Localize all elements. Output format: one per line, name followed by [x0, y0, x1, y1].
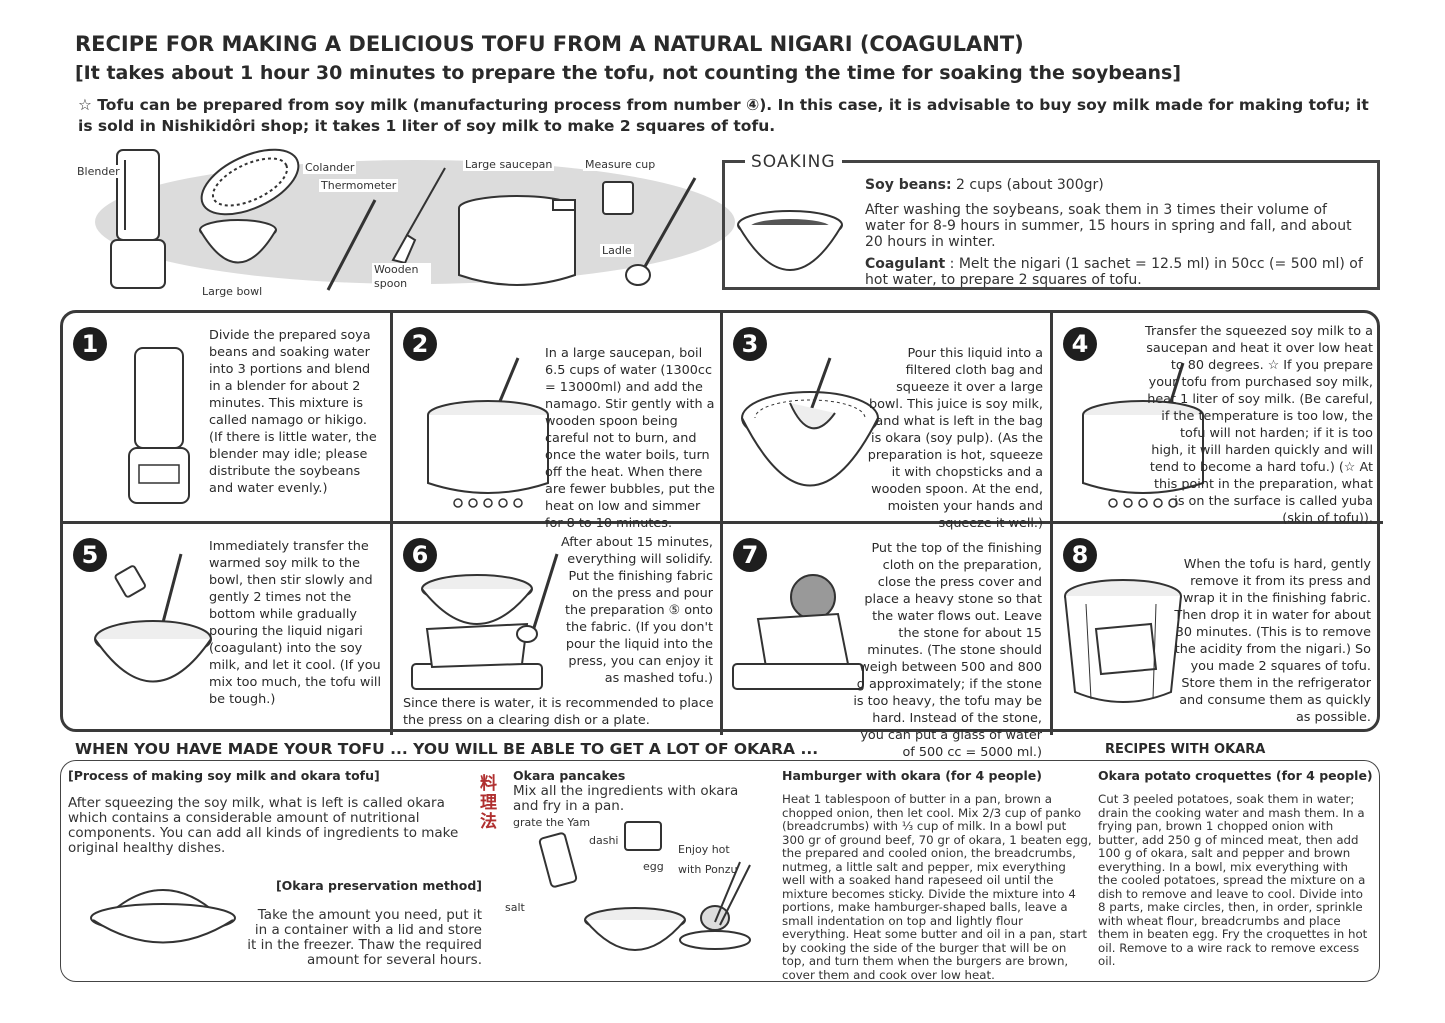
step-6-text: After about 15 minutes, everything will … [560, 535, 713, 686]
page-subtitle: [It takes about 1 hour 30 minutes to pre… [75, 62, 1182, 84]
step-5-number: 5 [73, 538, 107, 572]
step-4-text: Transfer the squeezed soy milk to a sauc… [1145, 324, 1373, 526]
step-8: 8 When the tofu is hard, gently remove i… [1053, 524, 1383, 735]
intro-note: ☆ Tofu can be prepared from soy milk (ma… [78, 96, 1369, 135]
okara-bowl-icon [90, 889, 236, 944]
large-bowl-icon [199, 219, 277, 264]
bowl-stir-icon [94, 553, 212, 683]
coagulant-label: Coagulant [865, 256, 946, 272]
tool-label-saucepan: Large saucepan [463, 158, 555, 171]
step-6-footer: Since there is water, it is recommended … [403, 695, 715, 729]
label-grate-yam: grate the Yam [513, 816, 591, 829]
step-3-number: 3 [733, 327, 767, 361]
coagulant-value: : Melt the nigari (1 sachet = 12.5 ml) i… [865, 256, 1363, 288]
soaking-title: SOAKING [745, 152, 842, 172]
measure-cup-icon [602, 181, 634, 215]
steps-grid: 1 Divide the prepared soya beans and soa… [60, 310, 1383, 760]
preservation-title: [Okara preservation method] [275, 878, 482, 893]
step-5: 5 Immediately transfer the warmed soy mi… [63, 524, 393, 735]
ladle-icon [625, 177, 697, 286]
step-7-number: 7 [733, 538, 767, 572]
label-dashi: dashi [589, 834, 619, 847]
soaking-box [722, 160, 1380, 290]
okara-heading: WHEN YOU HAVE MADE YOUR TOFU ... YOU WIL… [75, 740, 819, 758]
step-5-text: Immediately transfer the warmed soy milk… [209, 539, 381, 707]
water-tub-icon [1064, 579, 1182, 703]
saucepan-icon [458, 195, 576, 286]
step-2-text: In a large saucepan, boil 6.5 cups of wa… [545, 346, 715, 531]
tool-label-ladle: Ladle [600, 244, 634, 257]
blender-icon [110, 149, 166, 289]
tools-drawing [95, 148, 735, 291]
step-4-number: 4 [1063, 327, 1097, 361]
step-7: 7 Put the top of the finishing cloth on … [723, 524, 1053, 760]
colander-icon [200, 148, 300, 216]
recipe-stamp: 料理法 [480, 774, 497, 832]
soaking-instructions: After washing the soybeans, soak them in… [865, 202, 1352, 250]
pancakes-text: Mix all the ingredients with okara and f… [513, 783, 739, 814]
step-1-number: 1 [73, 327, 107, 361]
step-6-number: 6 [403, 538, 437, 572]
tool-label-large-bowl: Large bowl [200, 285, 265, 298]
press-pour-icon [411, 553, 559, 690]
recipes-heading: RECIPES WITH OKARA [1105, 742, 1266, 757]
step-2: 2 In a large saucepan, boil 6.5 cups of … [393, 313, 723, 531]
croquettes-title: Okara potato croquettes (for 4 people) [1098, 768, 1373, 783]
tool-label-thermometer: Thermometer [319, 179, 399, 192]
soaking-coagulant: Coagulant : Melt the nigari (1 sachet = … [865, 256, 1365, 288]
process-text: After squeezing the soy milk, what is le… [68, 795, 459, 856]
thermometer-icon [326, 199, 377, 291]
hamburger-text: Heat 1 tablespoon of butter in a pan, br… [782, 792, 1092, 982]
process-title: [Process of making soy milk and okara to… [68, 768, 380, 783]
squeeze-bag-icon [741, 357, 879, 487]
pancakes-illustration [538, 821, 751, 951]
step-1: 1 Divide the prepared soya beans and soa… [63, 313, 393, 524]
okara-box [60, 760, 1380, 982]
tool-label-colander: Colander [303, 161, 357, 174]
step-8-number: 8 [1063, 538, 1097, 572]
step-2-number: 2 [403, 327, 437, 361]
tools-illustration: Blender Colander Thermometer Large sauce… [75, 148, 735, 300]
tool-label-blender: Blender [75, 165, 122, 178]
soaking-soybeans: Soy beans: 2 cups (about 300gr) [865, 177, 1365, 193]
tool-label-measure-cup: Measure cup [583, 158, 658, 171]
step-6: 6 After about 15 minutes, everything wil… [393, 524, 723, 735]
label-enjoy-ponzu: Enjoy hot with Ponzu [678, 843, 738, 876]
saucepan-icon [427, 357, 549, 508]
label-salt: salt [505, 901, 525, 914]
pancakes-title: Okara pancakes [513, 768, 626, 783]
croquettes-text: Cut 3 peeled potatoes, soak them in wate… [1098, 792, 1368, 968]
step-1-text: Divide the prepared soya beans and soaki… [209, 328, 377, 496]
tool-label-wooden-spoon: Wooden spoon [372, 263, 431, 291]
blender-icon [128, 347, 190, 504]
preservation-text: Take the amount you need, put it in a co… [247, 907, 482, 968]
soybeans-label: Soy beans: [865, 177, 952, 193]
page-title: RECIPE FOR MAKING A DELICIOUS TOFU FROM … [75, 32, 1024, 56]
label-egg: egg [643, 860, 664, 873]
hamburger-title: Hamburger with okara (for 4 people) [782, 768, 1042, 783]
step-4: 4 Transfer the squeezed soy milk to a sa… [1053, 313, 1383, 526]
step-3-text: Pour this liquid into a filtered cloth b… [867, 346, 1043, 531]
step-7-text: Put the top of the finishing cloth on th… [853, 541, 1042, 760]
step-8-text: When the tofu is hard, gently remove it … [1174, 557, 1371, 725]
press-stone-icon [732, 574, 864, 690]
step-3: 3 Pour this liquid into a filtered cloth… [723, 313, 1053, 531]
saucepan-thermometer-icon [1082, 362, 1204, 508]
soybeans-value: 2 cups (about 300gr) [951, 177, 1104, 193]
soaking-bowl-icon [737, 210, 843, 271]
